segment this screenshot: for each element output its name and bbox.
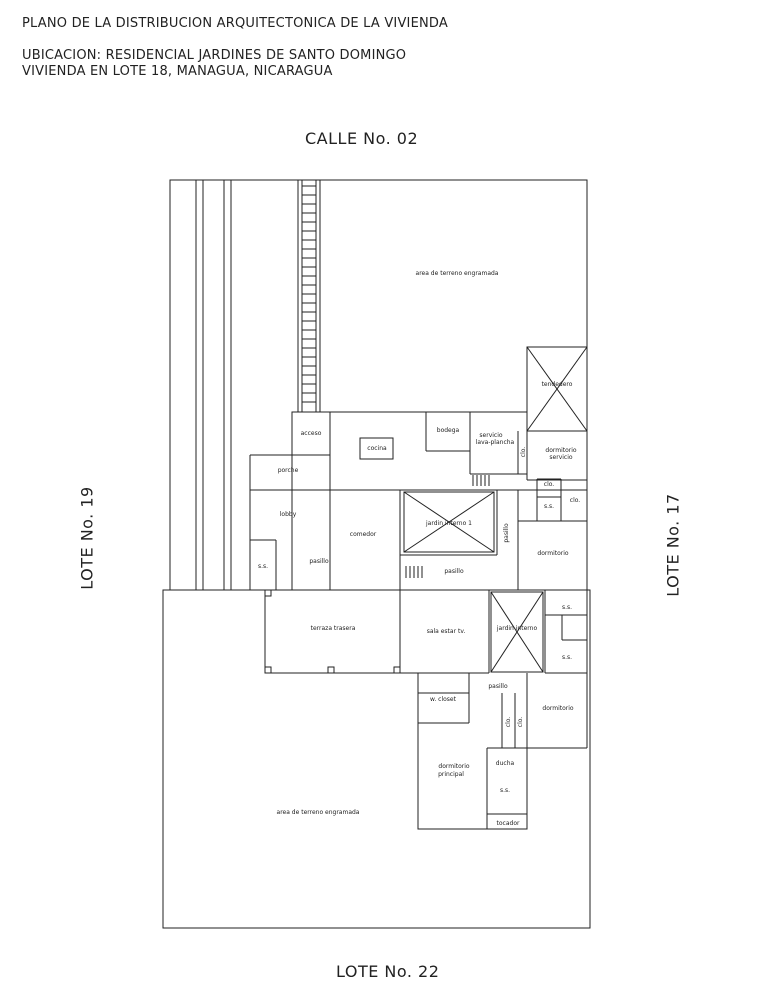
- house-walls-back: [264, 589, 588, 830]
- tendedero-label: tendedero: [542, 381, 573, 388]
- pasillo-vertical-label: pasillo: [503, 523, 510, 543]
- clo-b-label: clo.: [570, 497, 581, 504]
- sala-estar-label: sala estar tv.: [427, 628, 466, 635]
- ducha-label: ducha: [496, 760, 515, 767]
- back-lawn-label: area de terreno engramada: [277, 809, 360, 816]
- pasillo-2-label: pasillo: [444, 568, 464, 575]
- acceso-label: acceso: [301, 430, 322, 437]
- comedor-label: comedor: [350, 531, 377, 538]
- lava-plancha-label: lava-plancha: [476, 439, 515, 446]
- boundary-bottom-label: LOTE No. 22: [336, 962, 440, 981]
- terraza-trasera-label: terraza trasera: [311, 625, 356, 632]
- boundary-street-label: CALLE No. 02: [305, 129, 419, 148]
- entry-walkway: [297, 180, 321, 412]
- plan-title: PLANO DE LA DISTRIBUCION ARQUITECTONICA …: [22, 16, 448, 31]
- cocina-label: cocina: [367, 445, 387, 452]
- front-lawn-label: area de terreno engramada: [416, 270, 499, 277]
- ss-c-label: s.s.: [562, 654, 572, 661]
- porche-label: porche: [278, 467, 299, 474]
- driveway-lines: [195, 180, 232, 590]
- dormitorio-right-label: dormitorio: [537, 550, 569, 557]
- location-line-1: UBICACION: RESIDENCIAL JARDINES DE SANTO…: [22, 48, 407, 63]
- dorm-principal-label-2: principal: [438, 771, 464, 778]
- bodega-label: bodega: [437, 427, 460, 434]
- ss-lobby-label: s.s.: [258, 563, 268, 570]
- dorm-servicio-label-2: servicio: [549, 454, 572, 461]
- jardin-interno-2-label: jardin interno: [496, 625, 538, 632]
- walkway-rungs: [302, 185, 316, 403]
- stair-steps-1: [472, 475, 490, 486]
- clo-d-label: clo.: [517, 717, 524, 728]
- clo-service-label: clo.: [520, 447, 527, 458]
- stair-steps-2: [405, 566, 423, 578]
- front-lot-outline: [169, 179, 588, 591]
- back-lot-outline: [162, 589, 591, 929]
- w-closet-label: w. closet: [430, 696, 457, 703]
- location-line-2: VIVIENDA EN LOTE 18, MANAGUA, NICARAGUA: [22, 64, 333, 79]
- pasillo-3-label: pasillo: [488, 683, 508, 690]
- lobby-label: lobby: [280, 511, 297, 518]
- pasillo-1-label: pasillo: [309, 558, 329, 565]
- dormitorio-lower-label: dormitorio: [542, 705, 574, 712]
- jardin-interno-2-box: [490, 591, 544, 673]
- tocador-label: tocador: [497, 820, 520, 827]
- servicio-label: servicio: [479, 432, 502, 439]
- clo-a-label: clo.: [544, 481, 555, 488]
- dorm-servicio-label-1: dormitorio: [545, 447, 577, 454]
- ss-d-label: s.s.: [500, 787, 510, 794]
- jardin-interno-1-box: [403, 491, 495, 553]
- tendedero-box: [526, 346, 588, 432]
- ss-b-label: s.s.: [562, 604, 572, 611]
- jardin-interno-1-label: jardin interno 1: [425, 520, 472, 527]
- ss-a-label: s.s.: [544, 503, 554, 510]
- clo-c-label: clo.: [505, 717, 512, 728]
- dorm-principal-label-1: dormitorio: [438, 763, 470, 770]
